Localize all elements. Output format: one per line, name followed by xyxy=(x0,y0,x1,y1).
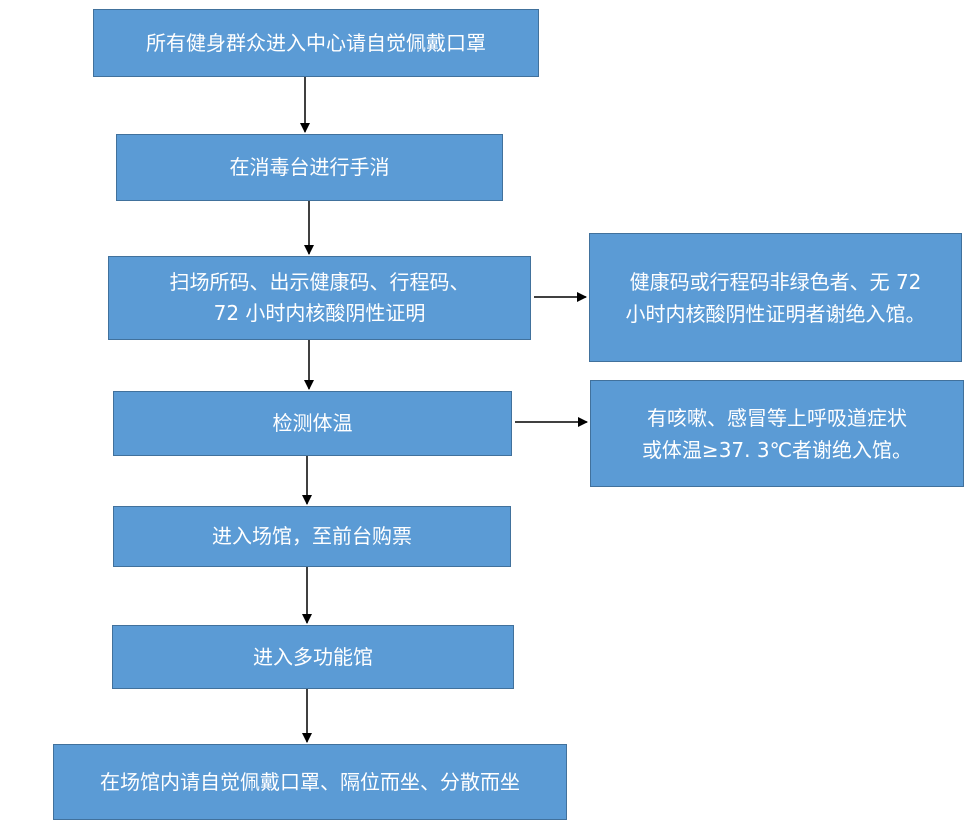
step-mask-box: 所有健身群众进入中心请自觉佩戴口罩 xyxy=(93,9,539,77)
step-inside-box: 在场馆内请自觉佩戴口罩、隔位而坐、分散而坐 xyxy=(53,744,567,820)
step-enter-venue-text: 进入场馆，至前台购票 xyxy=(212,524,412,548)
reject-code-line-2: 小时内核酸阴性证明者谢绝入馆。 xyxy=(625,301,926,326)
step-scan-box: 扫场所码、出示健康码、行程码、 72 小时内核酸阴性证明 xyxy=(108,256,531,340)
step-scan-line-1: 扫场所码、出示健康码、行程码、 xyxy=(169,270,470,294)
step-inside-text: 在场馆内请自觉佩戴口罩、隔位而坐、分散而坐 xyxy=(100,769,520,794)
step-enter-hall-box: 进入多功能馆 xyxy=(112,625,514,689)
reject-code-line-1: 健康码或行程码非绿色者、无 72 xyxy=(629,269,922,294)
step-sanitize-text: 在消毒台进行手消 xyxy=(229,155,390,179)
step-enter-hall-text: 进入多功能馆 xyxy=(253,644,373,669)
step-scan-line-2: 72 小时内核酸阴性证明 xyxy=(213,301,426,325)
reject-code-box: 健康码或行程码非绿色者、无 72 小时内核酸阴性证明者谢绝入馆。 xyxy=(589,233,962,362)
step-mask-text: 所有健身群众进入中心请自觉佩戴口罩 xyxy=(146,30,486,55)
reject-symptom-line-2: 或体温≥37. 3℃者谢绝入馆。 xyxy=(641,437,913,462)
step-temperature-text: 检测体温 xyxy=(272,411,353,435)
step-sanitize-box: 在消毒台进行手消 xyxy=(116,134,503,201)
step-temperature-box: 检测体温 xyxy=(113,391,512,456)
reject-symptom-line-1: 有咳嗽、感冒等上呼吸道症状 xyxy=(646,405,907,430)
reject-symptom-box: 有咳嗽、感冒等上呼吸道症状 或体温≥37. 3℃者谢绝入馆。 xyxy=(590,380,964,487)
step-enter-venue-box: 进入场馆，至前台购票 xyxy=(113,506,511,567)
